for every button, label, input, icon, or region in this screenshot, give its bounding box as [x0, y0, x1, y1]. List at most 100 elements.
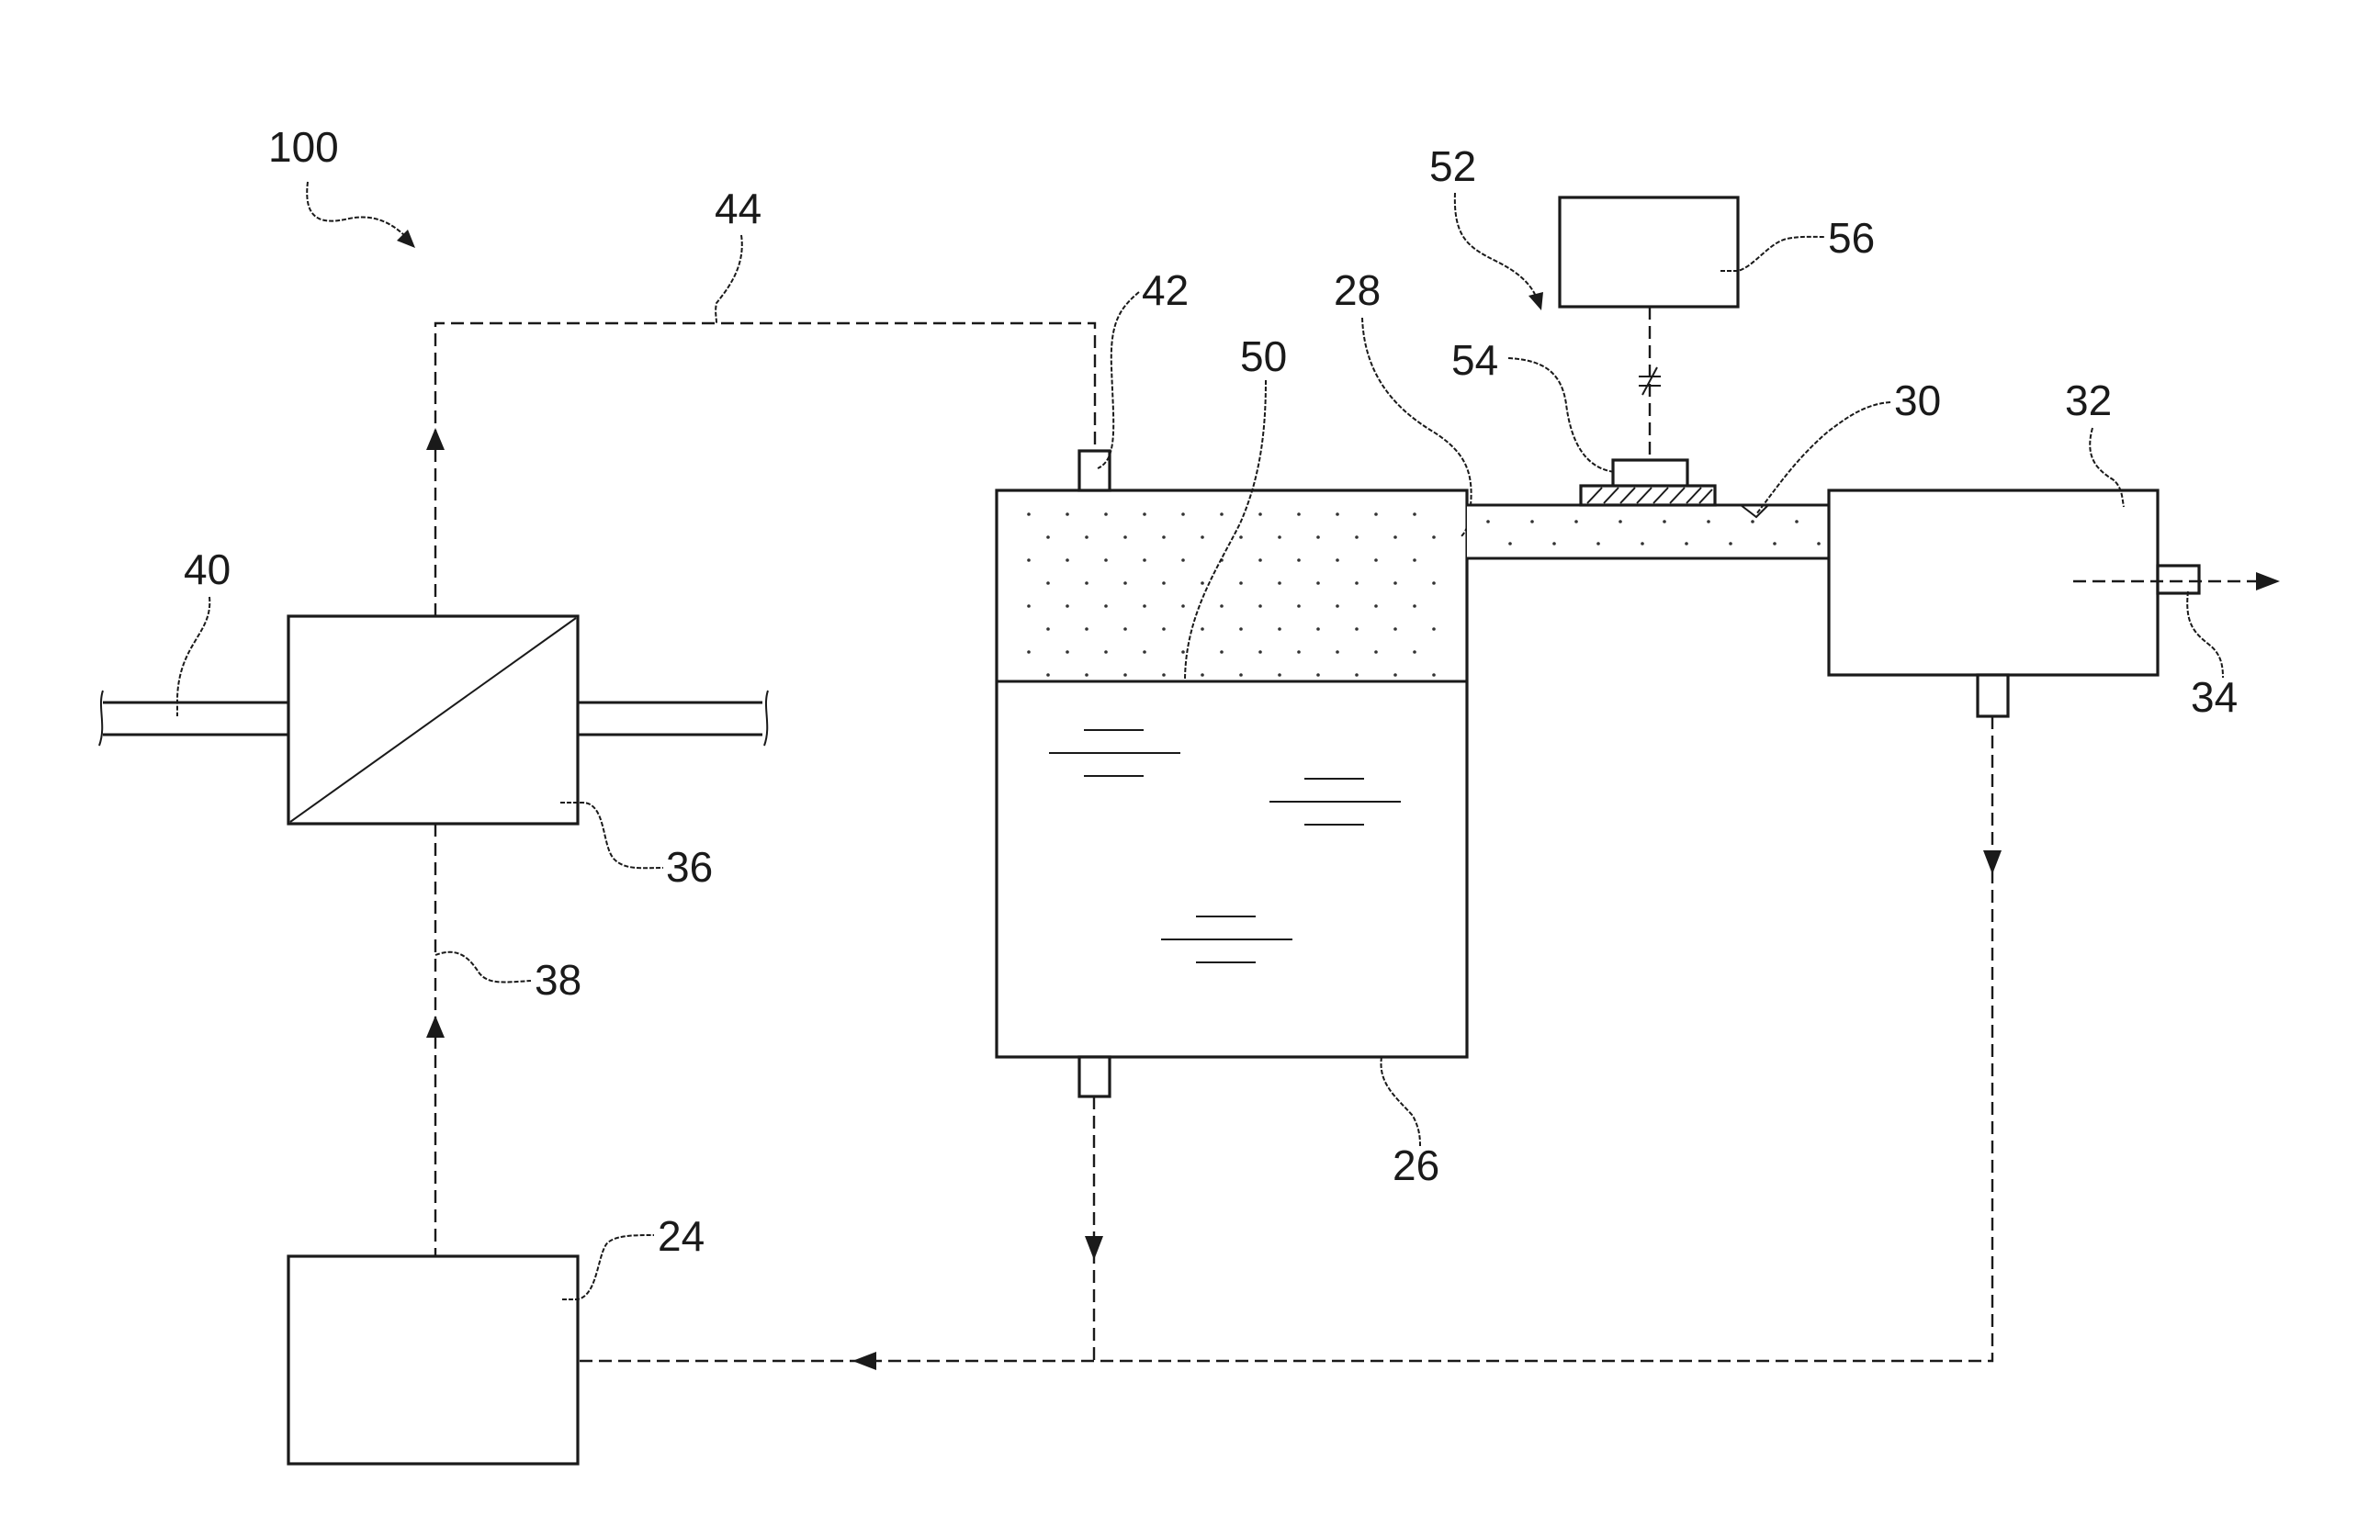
stipple-dot — [1027, 558, 1031, 562]
leader-100 — [306, 181, 411, 242]
stipple-dot — [1143, 558, 1146, 562]
stipple-dot — [1239, 535, 1243, 539]
stipple-dot — [1773, 542, 1777, 545]
stipple-dot — [1297, 650, 1301, 654]
stipple-dot — [1297, 512, 1301, 516]
leader-54 — [1507, 357, 1616, 473]
downstream-unit-32 — [1827, 489, 2160, 677]
stipple-dot — [1162, 673, 1166, 677]
stipple-dot — [1066, 558, 1069, 562]
leader-44 — [715, 234, 743, 324]
stipple-dot — [1123, 627, 1127, 631]
leader-34 — [2186, 590, 2224, 679]
stipple-dot — [1027, 604, 1031, 608]
stipple-dot — [1258, 512, 1262, 516]
stipple-dot — [1355, 535, 1359, 539]
stipple-dot — [1143, 650, 1146, 654]
controller-56 — [1558, 196, 1740, 309]
stipple-dot — [1258, 650, 1262, 654]
stipple-dot — [1143, 604, 1146, 608]
pipe-break-left — [98, 690, 104, 747]
stipple-dot — [1046, 535, 1050, 539]
label-28: 28 — [1334, 266, 1381, 314]
stipple-dot — [1413, 604, 1416, 608]
stipple-dot — [1316, 627, 1320, 631]
flow-arrow-right-outlet-icon — [2256, 572, 2280, 590]
stipple-dot — [1393, 673, 1397, 677]
stipple-dot — [1201, 581, 1204, 585]
stipple-dot — [1552, 542, 1556, 545]
stipple-dot — [1413, 512, 1416, 516]
stipple-dot — [1817, 542, 1821, 545]
leader-26 — [1380, 1056, 1421, 1147]
stipple-dot — [1220, 650, 1224, 654]
stipple-dot — [1181, 650, 1185, 654]
conduit-wall-notch — [1740, 504, 1769, 519]
stipple-dot — [1258, 604, 1262, 608]
leader-42 — [1097, 291, 1140, 469]
gas-space-dots — [1027, 512, 1436, 677]
stipple-dot — [1596, 542, 1600, 545]
stipple-dot — [1201, 535, 1204, 539]
arrowhead-100-icon — [397, 230, 415, 248]
leader-52 — [1453, 192, 1540, 304]
stipple-dot — [1336, 512, 1339, 516]
stipple-dot — [1393, 535, 1397, 539]
stipple-dot — [1641, 542, 1644, 545]
stipple-dot — [1508, 542, 1512, 545]
stipple-dot — [1795, 520, 1799, 523]
tank-gas-space — [998, 492, 1465, 680]
stipple-dot — [1123, 581, 1127, 585]
stipple-dot — [1278, 535, 1281, 539]
tank-drain-port — [1077, 1055, 1111, 1098]
stipple-dot — [1432, 673, 1436, 677]
signal-break-symbol — [1639, 366, 1661, 396]
leader-32 — [2089, 427, 2125, 508]
stipple-dot — [1104, 512, 1108, 516]
stipple-dot — [1181, 604, 1185, 608]
stipple-dot — [1432, 581, 1436, 585]
label-100: 100 — [268, 123, 339, 171]
stipple-dot — [1027, 650, 1031, 654]
stipple-dot — [1297, 604, 1301, 608]
flow-arrow-down-unit32-icon — [1983, 850, 2002, 874]
source-unit-24 — [287, 1254, 580, 1466]
stipple-dot — [1336, 650, 1339, 654]
pipe-break-right — [763, 690, 769, 747]
liquid-marks — [1049, 729, 1401, 963]
label-26: 26 — [1393, 1141, 1439, 1189]
stipple-dot — [1278, 673, 1281, 677]
leader-36 — [560, 802, 664, 870]
stipple-dot — [1530, 520, 1534, 523]
stipple-dot — [1355, 673, 1359, 677]
leader-56 — [1720, 235, 1825, 272]
return-line — [578, 716, 1994, 1363]
stipple-dot — [1143, 512, 1146, 516]
stipple-dot — [1239, 673, 1243, 677]
stipple-dot — [1316, 673, 1320, 677]
stipple-dot — [1220, 512, 1224, 516]
label-40: 40 — [184, 545, 231, 593]
stipple-dot — [1393, 627, 1397, 631]
stipple-dot — [1278, 581, 1281, 585]
stipple-dot — [1123, 535, 1127, 539]
stipple-dot — [1162, 581, 1166, 585]
label-56: 56 — [1828, 214, 1875, 262]
label-34: 34 — [2191, 673, 2238, 721]
stipple-dot — [1336, 558, 1339, 562]
outlet-34 — [2156, 564, 2201, 595]
conduit-dots — [1486, 520, 1821, 545]
stipple-dot — [1046, 673, 1050, 677]
stipple-dot — [1258, 558, 1262, 562]
stipple-dot — [1574, 520, 1578, 523]
stipple-dot — [1181, 512, 1185, 516]
stipple-dot — [1104, 604, 1108, 608]
leader-38 — [434, 950, 532, 984]
recirculation-line-44 — [434, 321, 1097, 616]
stipple-dot — [1066, 604, 1069, 608]
stipple-dot — [1046, 627, 1050, 631]
stipple-dot — [1432, 627, 1436, 631]
flow-arrow-up-38-icon — [426, 1016, 445, 1038]
stipple-dot — [1355, 627, 1359, 631]
